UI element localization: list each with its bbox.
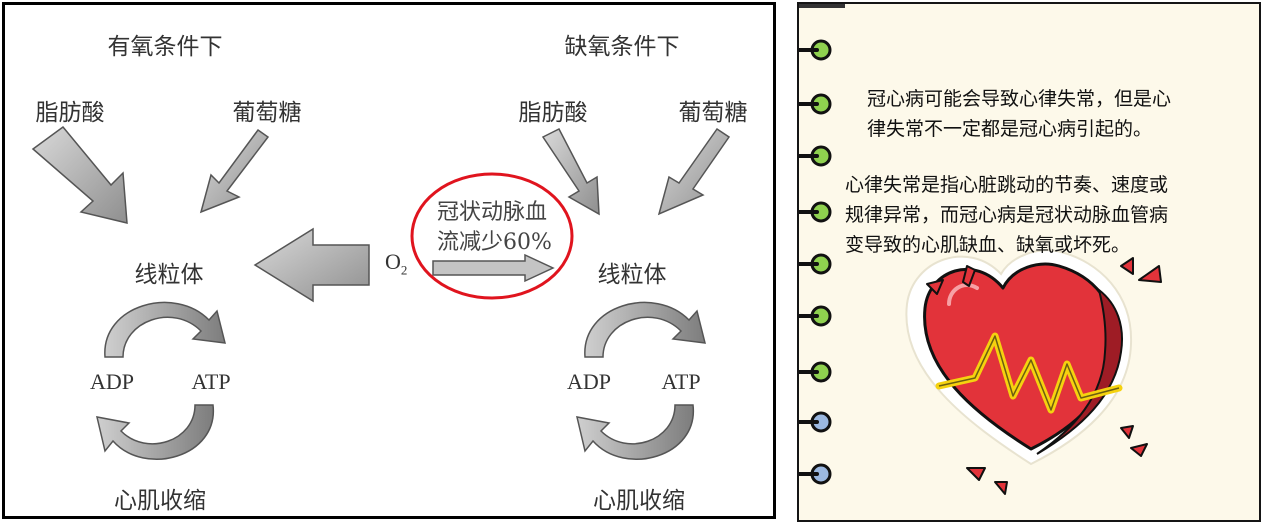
glucose-arrow-right [657, 127, 731, 216]
atp-cycle-top-left [104, 301, 226, 358]
aerobic-fatty-acid-label: 脂肪酸 [35, 100, 105, 126]
aerobic-glucose-label: 葡萄糖 [232, 100, 302, 126]
highlight-circle [410, 172, 574, 300]
oxygen-arrow [253, 227, 370, 303]
glucose-arrow-left [199, 128, 270, 214]
hypoxic-title: 缺氧条件下 [564, 34, 680, 60]
note-line-2: 律失常不一定都是冠心病引起的。 [867, 118, 1153, 140]
hypoxic-mitochondria-label: 线粒体 [597, 262, 667, 288]
aerobic-atp-label: ATP [191, 369, 231, 394]
atp-cycle-bottom-left [96, 404, 214, 460]
note-line-3: 心律失常是指心脏跳动的节奏、速度或 [845, 174, 1169, 196]
spiral-binding [799, 39, 832, 485]
reduced-flow-arrow [432, 253, 555, 283]
hypoxic-glucose-label: 葡萄糖 [678, 100, 748, 126]
notebook-note: 冠心病可能会导致心律失常，但是心 律失常不一定都是冠心病引起的。 心律失常是指心… [797, 2, 1261, 522]
note-line-1: 冠心病可能会导致心律失常，但是心 [867, 88, 1172, 110]
fatty-acid-arrow-left [31, 125, 128, 224]
fatty-acid-arrow-right [541, 127, 600, 216]
hypoxic-atp-label: ATP [661, 369, 701, 394]
hypoxic-fatty-acid-label: 脂肪酸 [518, 100, 588, 126]
aerobic-contraction-label: 心肌收缩 [114, 488, 206, 514]
reduced-flow-note: 冠状动脉血 流减少60% [437, 198, 552, 258]
diagram-arrows [31, 125, 731, 460]
aerobic-mitochondria-label: 线粒体 [134, 262, 204, 288]
atp-cycle-top-right [584, 301, 706, 358]
aerobic-title: 有氧条件下 [107, 34, 223, 60]
reduced-flow-line-1: 冠状动脉血 [437, 200, 548, 225]
notebook-decorations [799, 4, 1162, 495]
aerobic-adp-label: ADP [89, 369, 135, 394]
hypoxic-adp-label: ADP [566, 369, 612, 394]
reduced-flow-line-2: 流减少60% [437, 230, 552, 255]
heart-pulse-icon [905, 249, 1162, 495]
metabolism-diagram: 有氧条件下 脂肪酸 葡萄糖 线粒体 ADP ATP 心肌收缩 缺氧条件下 脂肪酸… [2, 2, 776, 519]
note-line-5: 变导致的心肌缺血、缺氧或坏死。 [845, 234, 1131, 256]
oxygen-label: O2 [385, 249, 408, 278]
hypoxic-contraction-label: 心肌收缩 [593, 488, 685, 514]
note-line-4: 规律异常，而冠心病是冠状动脉血管病 [845, 204, 1169, 226]
atp-cycle-bottom-right [576, 404, 694, 460]
